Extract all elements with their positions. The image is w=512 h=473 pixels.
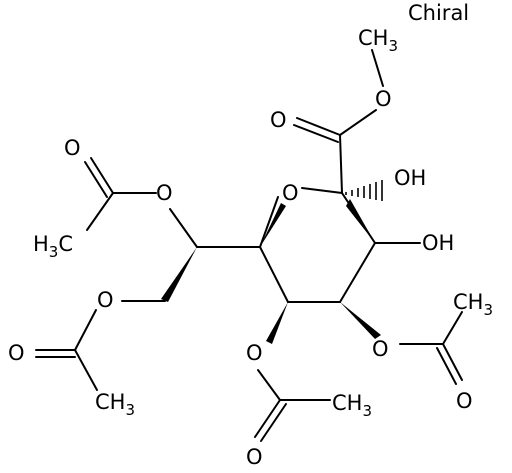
bonds bbox=[35, 49, 463, 442]
wedge-c3-c2 bbox=[346, 199, 375, 243]
bond-ch3-o bbox=[371, 49, 384, 87]
bond-c2-ringo bbox=[301, 187, 343, 194]
bond-acc4-ch3 bbox=[442, 311, 463, 345]
c8-methyl-label: CH3 bbox=[95, 390, 135, 419]
c7-carbonyl-oxygen-label: O bbox=[64, 136, 81, 160]
wedge-c5-o bbox=[266, 302, 288, 344]
c4-ester-oxygen-label: O bbox=[372, 337, 389, 361]
c3-hydroxyl-label: OH bbox=[422, 231, 454, 255]
bond-acc5-o-double-a bbox=[254, 399, 281, 438]
ester-oxygen-label: O bbox=[375, 87, 392, 111]
bond-c7-o bbox=[169, 208, 198, 248]
stereo-bonds bbox=[161, 180, 383, 344]
bond-c8o-acc bbox=[74, 309, 97, 351]
c5-ester-oxygen-label: O bbox=[246, 341, 263, 365]
hashed-wedge-c2-oh bbox=[345, 180, 383, 201]
bond-c-o-double-a bbox=[296, 117, 341, 136]
c8-carbonyl-oxygen-label: O bbox=[8, 341, 25, 365]
bond-acc4-o-double-b bbox=[436, 347, 457, 385]
carbonyl-oxygen-top-label: O bbox=[270, 108, 287, 132]
wedge-c7-c8 bbox=[161, 247, 197, 302]
bond-c5o-acc bbox=[257, 369, 281, 401]
bond-acc-o-double-a bbox=[90, 157, 114, 194]
c7-methyl-label: H3C bbox=[33, 232, 73, 261]
bond-acc4-o-double-a bbox=[442, 343, 463, 381]
bond-acc8-ch3 bbox=[74, 349, 98, 391]
bond-acc-ch3 bbox=[86, 192, 114, 231]
bond-acc-o-double-b bbox=[84, 161, 108, 198]
wedge-c4-o bbox=[340, 302, 381, 339]
c8-ester-oxygen-label: O bbox=[97, 288, 114, 312]
c4-methyl-label: CH3 bbox=[453, 290, 493, 319]
c5-methyl-label: CH3 bbox=[332, 391, 372, 420]
methyl-top-label: CH3 bbox=[358, 26, 398, 55]
wedge-c6-ringo bbox=[260, 203, 286, 247]
bond-acc5-o-double-b bbox=[260, 403, 287, 442]
ring-oxygen-label: O bbox=[282, 181, 299, 205]
bond-o-carbonylc bbox=[339, 109, 377, 136]
chiral-label: Chiral bbox=[408, 1, 469, 25]
c4-carbonyl-oxygen-label: O bbox=[456, 389, 473, 413]
c5-carbonyl-oxygen-label: O bbox=[246, 445, 263, 469]
bond-c3-c4 bbox=[339, 242, 376, 303]
c7-ester-oxygen-label: O bbox=[156, 181, 173, 205]
bond-c-o-double-b bbox=[293, 124, 339, 143]
bond-ringo-c6 bbox=[259, 196, 279, 248]
anomeric-hydroxyl-label: OH bbox=[394, 166, 426, 190]
bond-c5-c6 bbox=[259, 246, 289, 303]
bond-carbonylc-c2 bbox=[339, 134, 343, 194]
